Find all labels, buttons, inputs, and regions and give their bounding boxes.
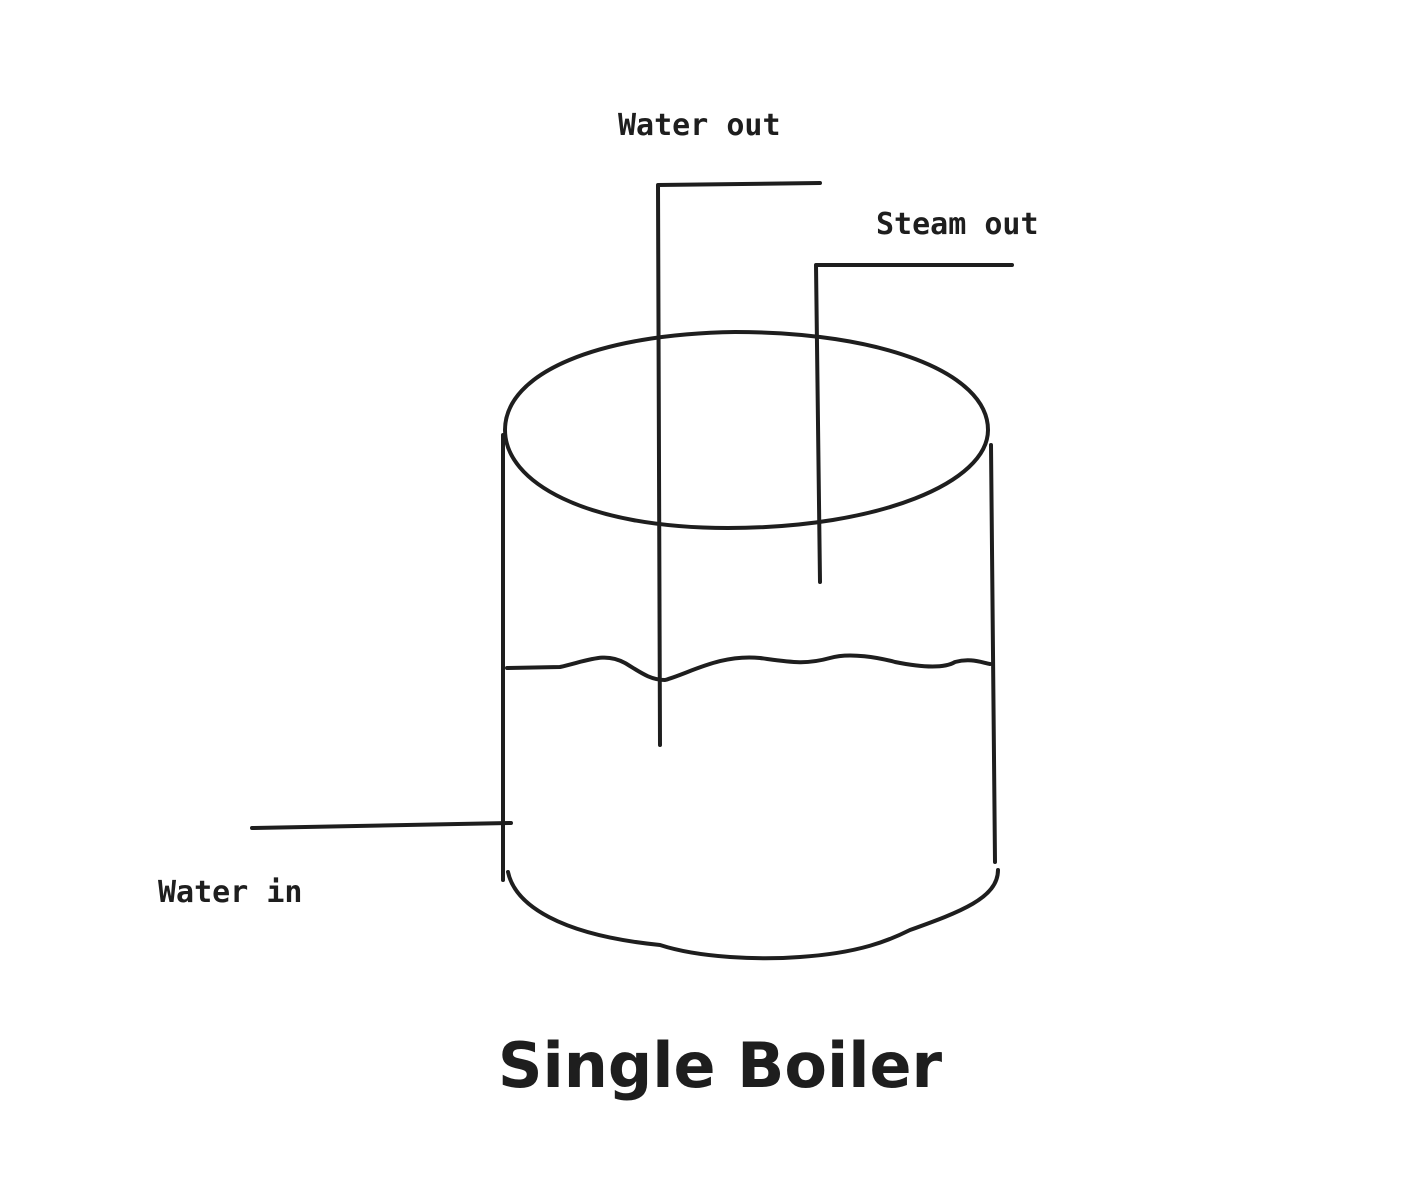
water-level-line xyxy=(505,653,992,682)
water-out-pipe xyxy=(656,181,822,747)
steam-out-pipe xyxy=(814,263,1014,584)
diagram-title: Single Boiler xyxy=(498,1029,943,1102)
water-in-pipe xyxy=(250,821,513,830)
steam-out-label: Steam out xyxy=(876,207,1039,242)
water-out-label: Water out xyxy=(618,108,781,143)
boiler-top-rim xyxy=(503,330,990,530)
boiler-bottom xyxy=(506,868,1000,961)
boiler-tank xyxy=(501,330,1000,961)
water-in-label: Water in xyxy=(158,875,303,910)
boiler-right-wall xyxy=(989,443,997,864)
